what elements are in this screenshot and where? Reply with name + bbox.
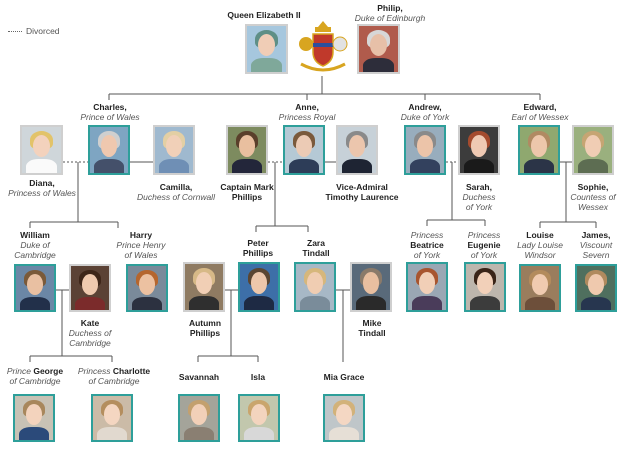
zara-photo [294, 262, 336, 312]
miagrace-photo [323, 394, 365, 442]
charles-photo [88, 125, 130, 175]
sophie-photo [572, 125, 614, 175]
andrew-photo [404, 125, 446, 175]
philip-photo [357, 24, 400, 74]
james-photo [575, 264, 617, 312]
elizabeth-label: Queen Elizabeth II [227, 10, 301, 20]
sarah-photo [458, 125, 500, 175]
andrew-label: Andrew,Duke of York [400, 102, 450, 122]
eugenie-photo [464, 262, 506, 312]
peter-photo [238, 262, 280, 312]
philip-label: Philip,Duke of Edinburgh [354, 3, 426, 23]
diana-photo [20, 125, 63, 175]
savannah-photo [178, 394, 220, 442]
diana-label: Diana,Princess of Wales [8, 178, 76, 198]
mike-photo [350, 262, 392, 312]
isla-label: Isla [250, 372, 266, 382]
louise-photo [519, 264, 561, 312]
william-photo [14, 264, 56, 312]
anne-label: Anne,Princess Royal [278, 102, 336, 122]
miagrace-label: Mia Grace [323, 372, 365, 382]
beatrice-photo [406, 262, 448, 312]
edward-photo [518, 125, 560, 175]
savannah-label: Savannah [178, 372, 220, 382]
camilla-photo [153, 125, 195, 175]
legend: Divorced [8, 26, 60, 36]
mark-photo [226, 125, 268, 175]
charles-label: Charles,Prince of Wales [80, 102, 140, 122]
legend-divorced-label: Divorced [26, 26, 60, 36]
kate-photo [69, 264, 111, 312]
charlotte-photo [91, 394, 133, 442]
royal-coat-of-arms [293, 18, 353, 76]
laurence-photo [336, 125, 378, 175]
isla-photo [238, 394, 280, 442]
george-photo [13, 394, 55, 442]
edward-label: Edward,Earl of Wessex [511, 102, 569, 122]
anne-photo [283, 125, 325, 175]
elizabeth-photo [245, 24, 288, 74]
autumn-photo [183, 262, 225, 312]
dotted-line-icon [8, 31, 22, 33]
harry-photo [126, 264, 168, 312]
camilla-label: Camilla,Duchess of Cornwall [137, 182, 215, 202]
